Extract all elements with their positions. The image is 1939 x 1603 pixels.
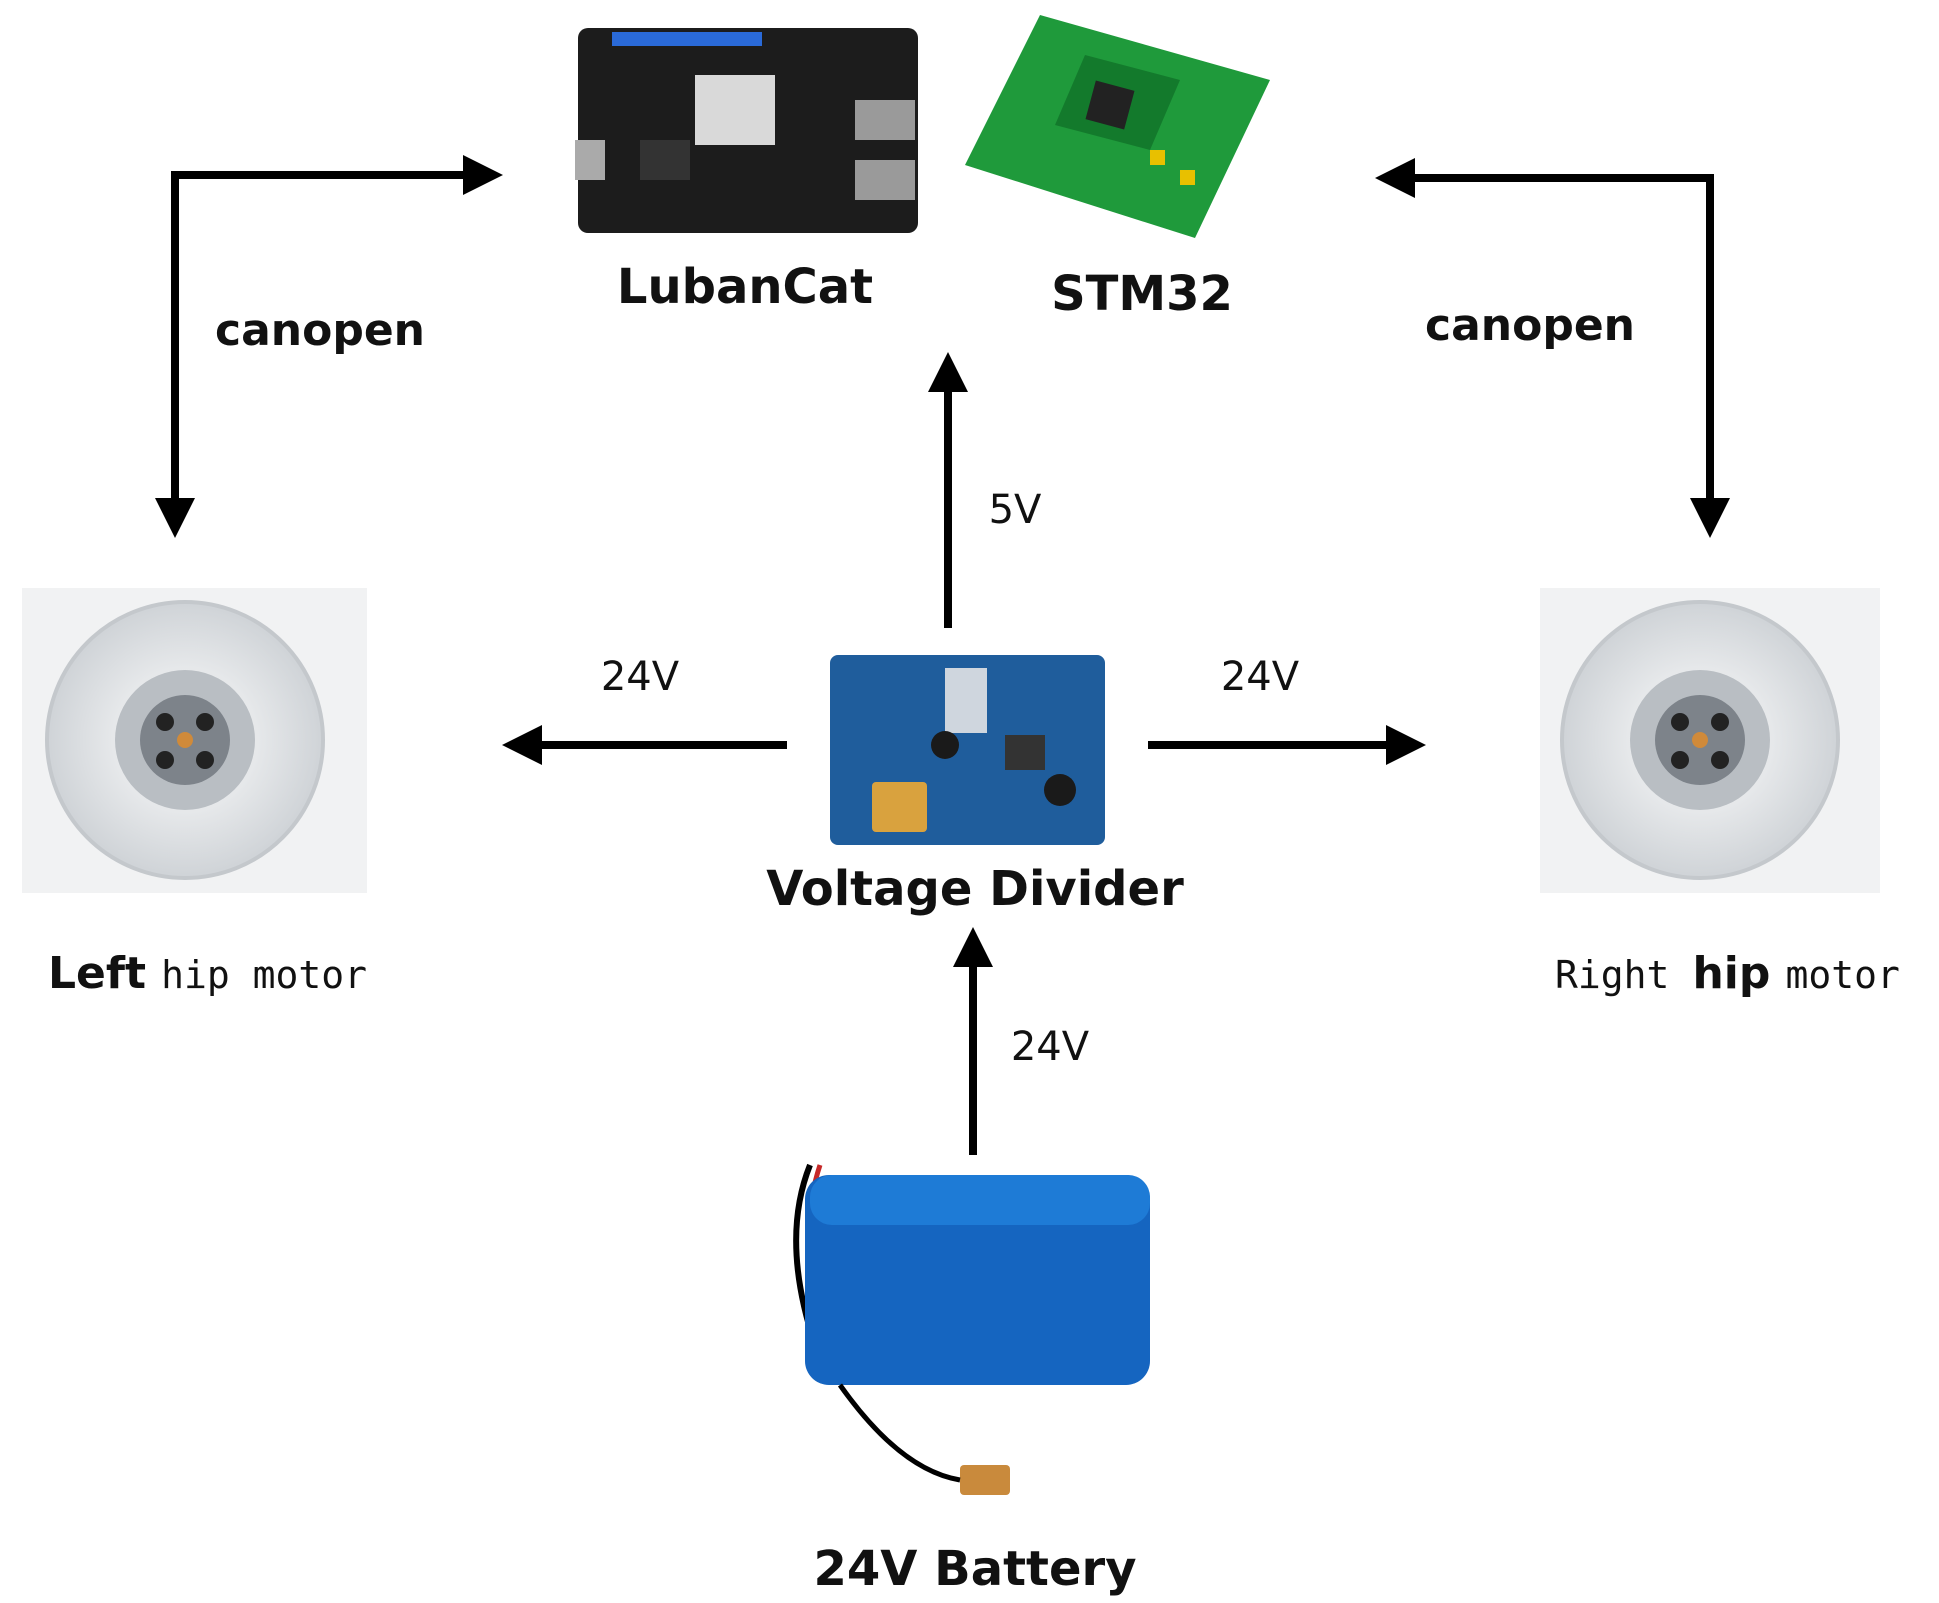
right-hip-motor-image: [1540, 588, 1880, 893]
lubancat-board-image: [575, 28, 918, 233]
stm32-board-image: [965, 15, 1270, 238]
right-hip-motor-label: Right hip motor: [1555, 948, 1900, 999]
battery-24v-label: 24V: [1011, 1024, 1090, 1070]
stm32-label: STM32: [1051, 266, 1233, 322]
left-hip-motor-image: [22, 588, 367, 893]
voltage-divider-label: Voltage Divider: [766, 861, 1184, 917]
battery-label: 24V Battery: [813, 1541, 1136, 1597]
left-canopen-label: canopen: [215, 305, 425, 356]
right-canopen-arrow: [1375, 158, 1730, 538]
voltage-divider-board-image: [830, 655, 1105, 845]
right-24v-label: 24V: [1221, 654, 1300, 700]
left-canopen-arrow: [155, 155, 503, 538]
left-hip-motor-label: Left hip motor: [48, 948, 367, 999]
right-canopen-label: canopen: [1425, 300, 1635, 351]
left-24v-label: 24V: [601, 654, 680, 700]
5v-label: 5V: [989, 487, 1042, 533]
lubancat-label: LubanCat: [617, 259, 873, 315]
battery-image: [793, 1163, 1150, 1495]
